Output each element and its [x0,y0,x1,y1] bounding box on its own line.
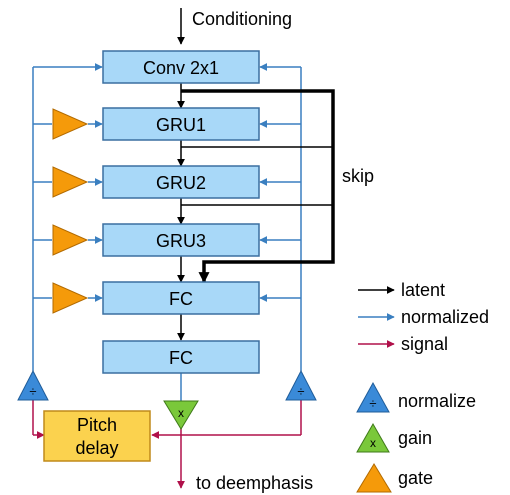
gain-triangle: x [163,400,199,430]
legend-normalized-label: normalized [401,307,489,327]
legend: latent normalized signal ÷ normalize x g… [356,280,489,493]
conditioning-label: Conditioning [192,9,292,29]
fc2-label: FC [169,348,193,368]
gate-gru3 [52,224,89,256]
gru2-label: GRU2 [156,173,206,193]
gru3-block: GRU3 [102,223,260,257]
pitch-delay-block: Pitch delay [43,410,151,462]
fc1-block: FC [102,281,260,315]
normalized-connections [32,63,302,401]
legend-signal: signal [358,334,448,354]
gate-fc [52,282,89,314]
gru2-block: GRU2 [102,165,260,199]
legend-signal-label: signal [401,334,448,354]
legend-gain: x gain [356,422,432,453]
normalize-right: ÷ [285,369,317,401]
normalize-right-symbol: ÷ [297,384,304,399]
signal-connections [32,400,302,489]
conv-label: Conv 2x1 [143,58,219,78]
legend-normalize-symbol: ÷ [369,396,376,411]
legend-normalize: ÷ normalize [356,381,476,413]
gru1-block: GRU1 [102,107,260,141]
legend-normalized: normalized [358,307,489,327]
pitch-delay-label-line2: delay [75,438,118,458]
legend-gain-label: gain [398,428,432,448]
normalize-left: ÷ [17,369,49,401]
skip-label: skip [342,166,374,186]
legend-gate: gate [356,463,433,493]
normalize-left-symbol: ÷ [29,384,36,399]
gru3-label: GRU3 [156,231,206,251]
conv-block: Conv 2x1 [102,50,260,84]
legend-latent: latent [358,280,445,300]
gate-gru2 [52,166,89,198]
legend-latent-label: latent [401,280,445,300]
pitch-delay-label-line1: Pitch [77,415,117,435]
skip-path [181,89,335,284]
gate-gru1 [52,108,89,140]
gru1-label: GRU1 [156,115,206,135]
latent-connections [177,8,333,341]
fc2-block: FC [102,340,260,374]
gain-symbol: x [178,406,184,420]
fc1-label: FC [169,289,193,309]
deemphasis-label: to deemphasis [196,473,313,493]
legend-normalize-label: normalize [398,391,476,411]
legend-gain-symbol: x [370,436,376,450]
legend-gate-label: gate [398,468,433,488]
